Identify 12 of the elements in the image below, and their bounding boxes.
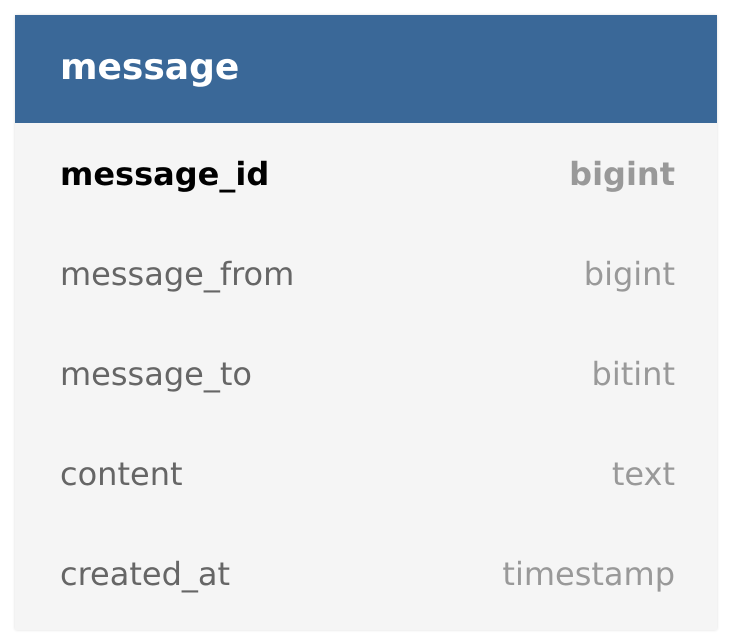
entity-table bbox=[15, 15, 717, 630]
column-name: created_at bbox=[60, 554, 230, 595]
column-name: message_from bbox=[60, 254, 294, 295]
column-type: bigint bbox=[569, 154, 675, 195]
column-type: bigint bbox=[584, 254, 675, 295]
column-type: timestamp bbox=[502, 554, 675, 595]
column-name: message_to bbox=[60, 354, 252, 395]
column-type: text bbox=[612, 454, 675, 495]
column-name: message_id bbox=[60, 154, 270, 195]
column-name: content bbox=[60, 454, 183, 495]
column-type: bitint bbox=[592, 354, 675, 395]
table-title: message bbox=[60, 46, 240, 90]
